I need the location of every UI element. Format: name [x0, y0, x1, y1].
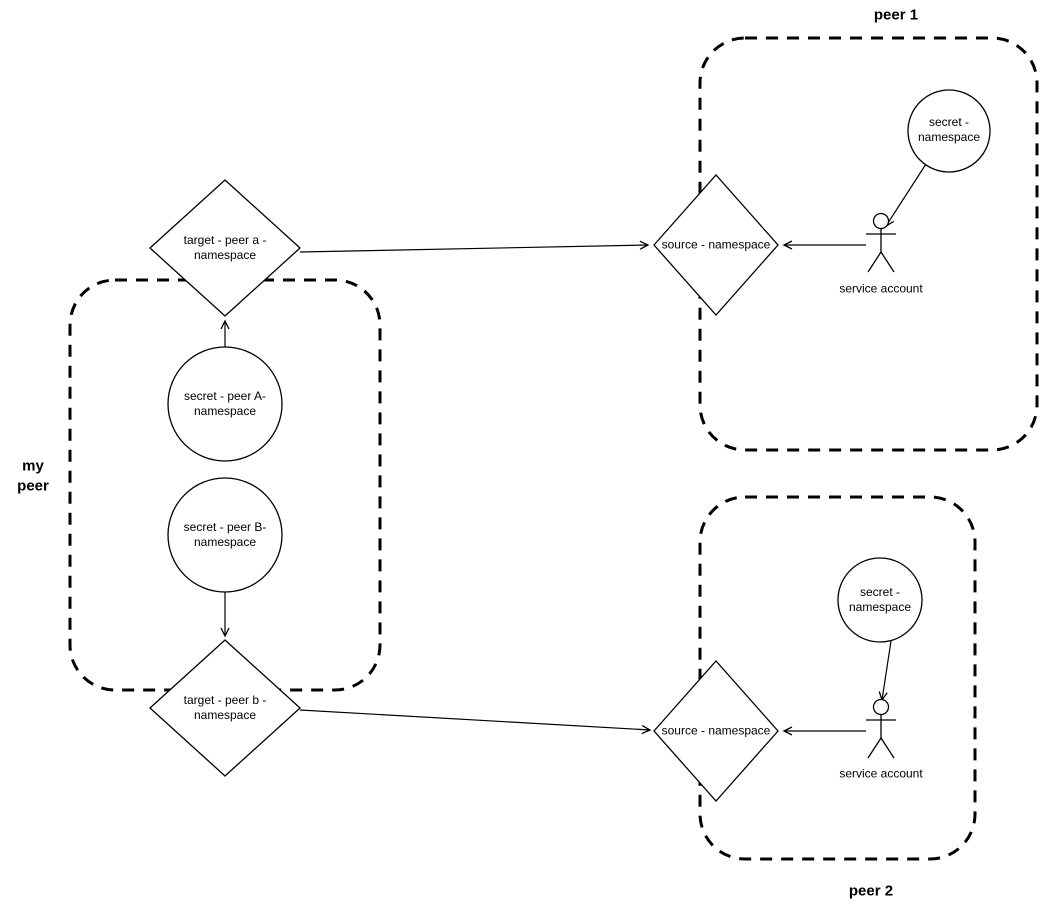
edge-secret2-to-service-account2 — [878, 640, 892, 702]
secret-namespace-circle-peer2 — [837, 557, 923, 643]
secret-peer-a-circle — [167, 346, 283, 462]
target-peer-b-diamond — [149, 639, 301, 777]
target-peer-a-diamond — [149, 179, 301, 317]
source-namespace-diamond-peer1 — [653, 174, 779, 316]
edge-secret1-to-service-account1 — [885, 163, 927, 228]
secret-namespace-circle-peer1 — [907, 89, 991, 173]
source-namespace-diamond-peer2 — [653, 660, 779, 802]
edge-target-b-to-source2 — [299, 709, 652, 735]
service-account-actor-icon-peer1 — [866, 212, 896, 273]
peer2-boundary — [698, 495, 977, 861]
edge-target-a-to-source1 — [299, 240, 650, 253]
secret-peer-b-circle — [167, 477, 283, 593]
service-account-actor-icon-peer2 — [866, 698, 896, 759]
